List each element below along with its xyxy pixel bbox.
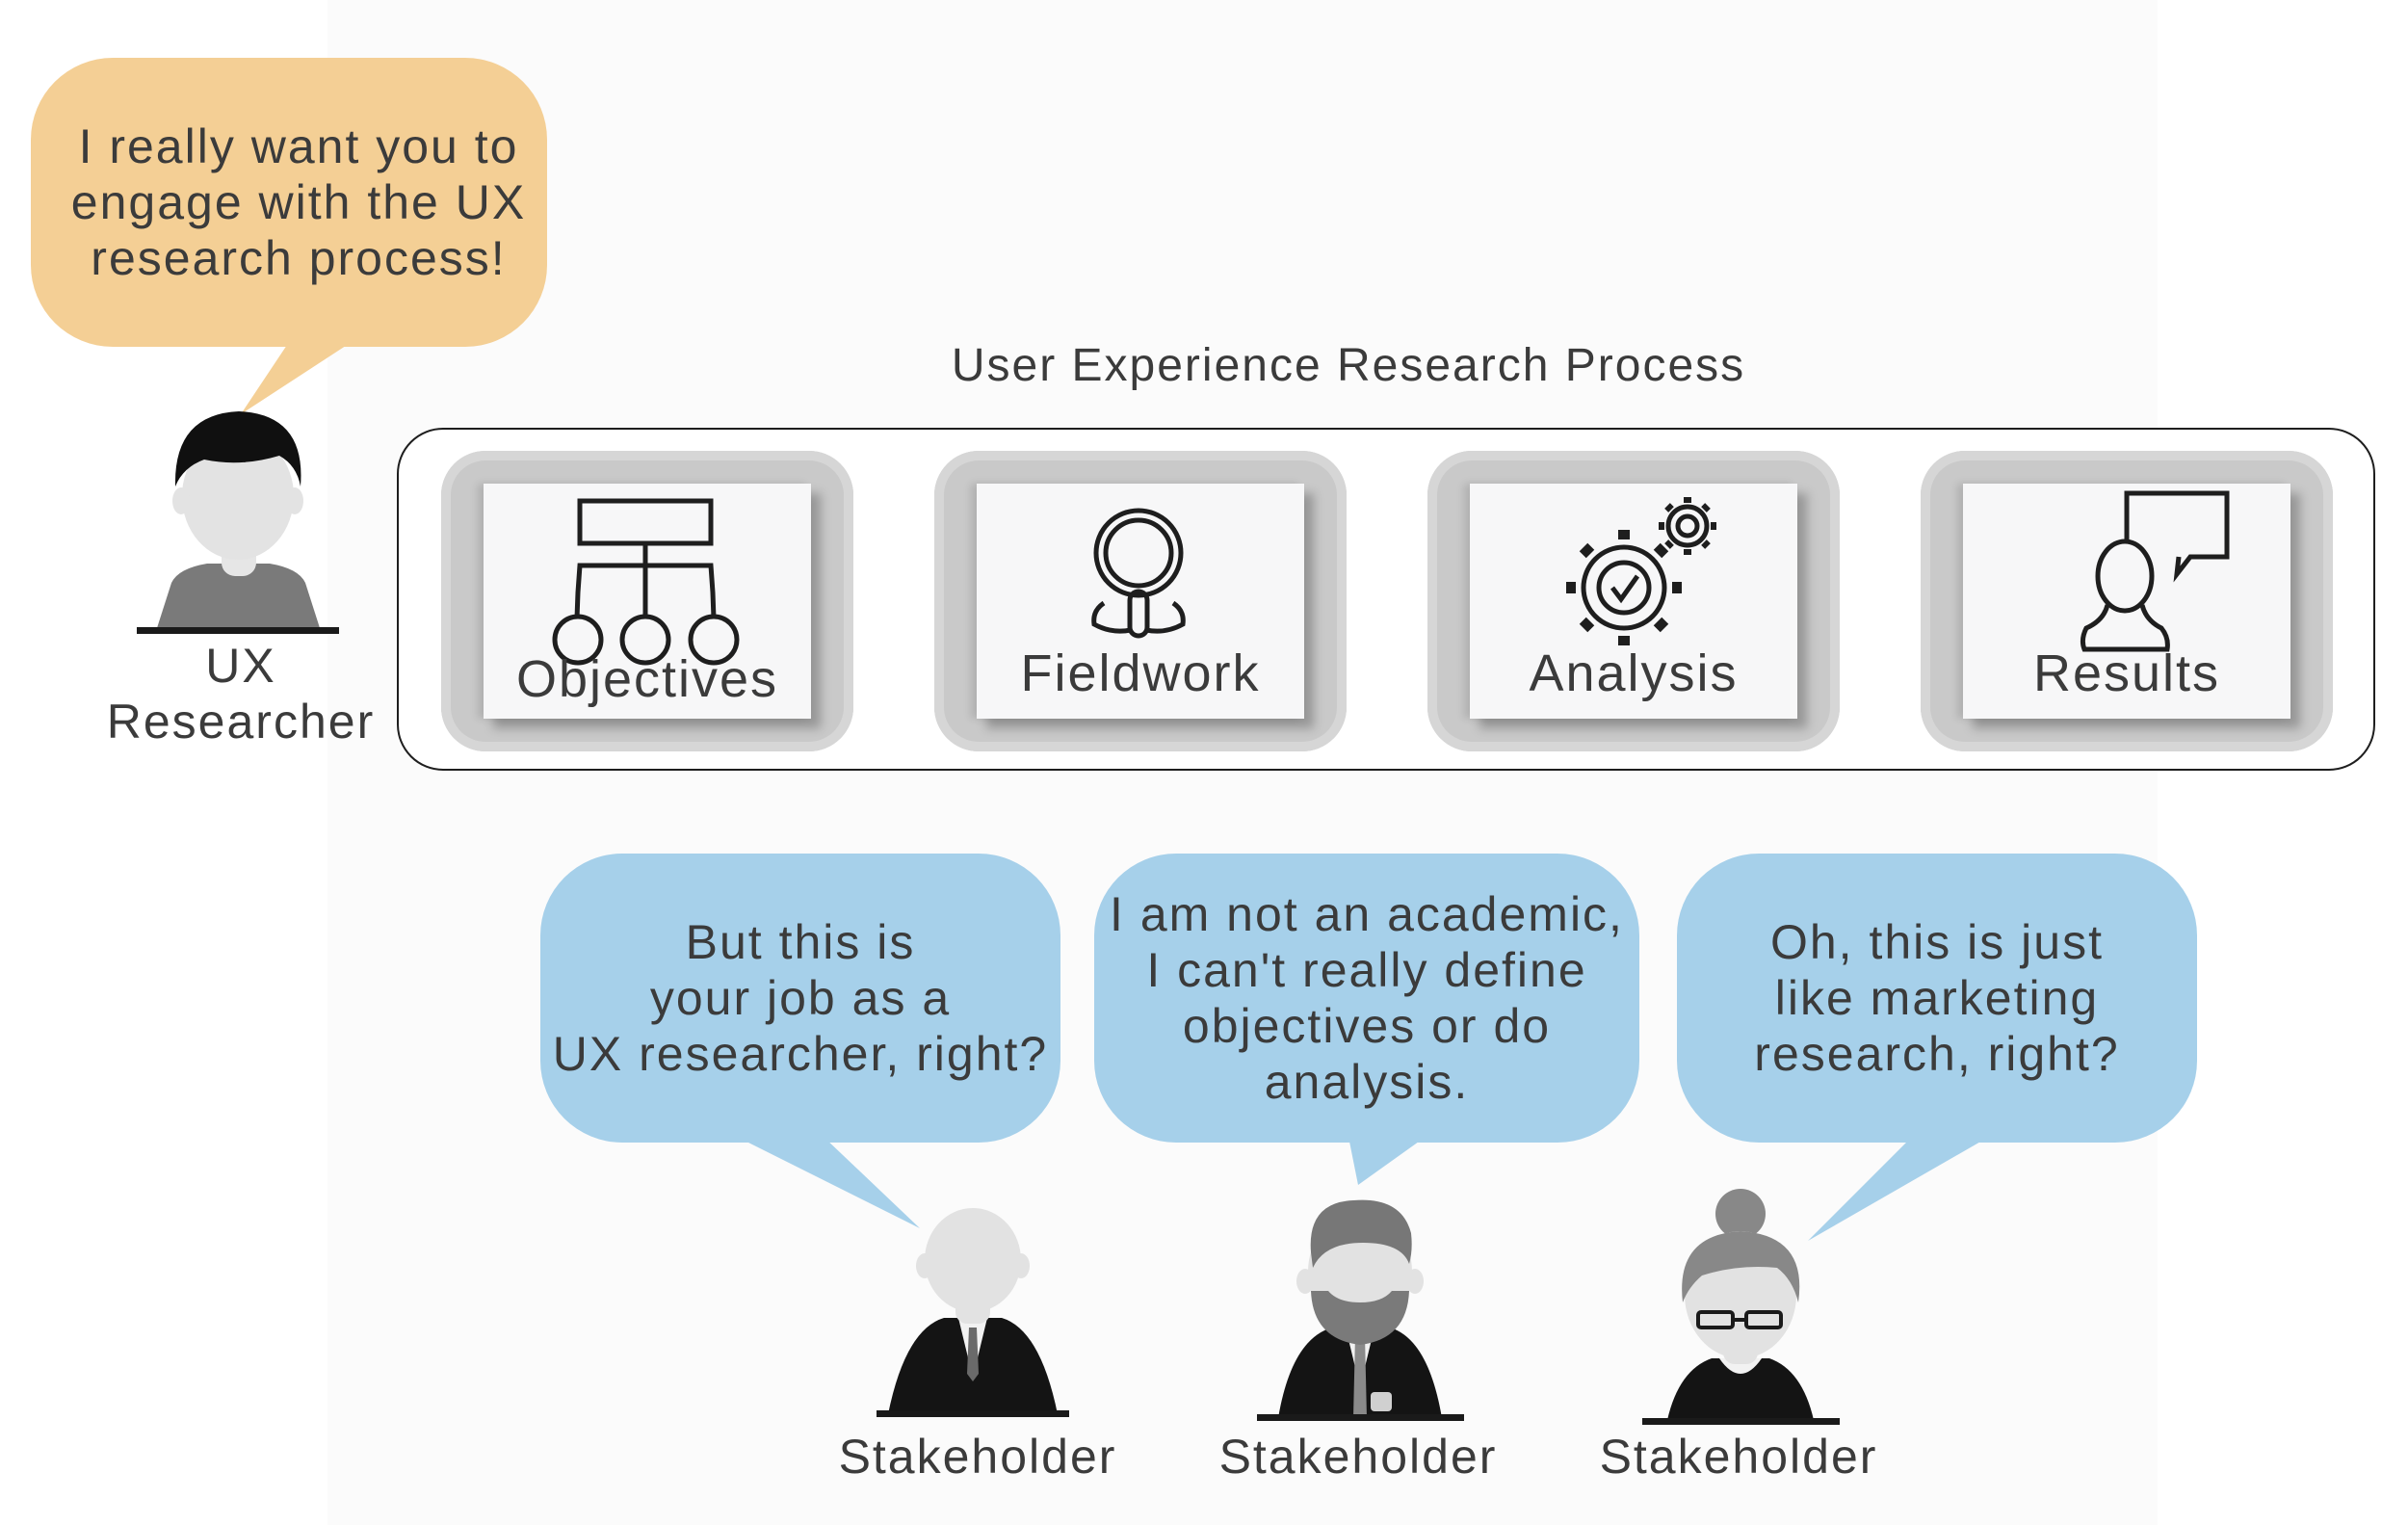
step-card-analysis: Analysis xyxy=(1427,451,1840,751)
step-card-inner: Analysis xyxy=(1470,484,1797,719)
stakeholder-1-speech-text: But this is your job as a UX researcher,… xyxy=(552,915,1049,1081)
step-card-fieldwork: Fieldwork xyxy=(934,451,1347,751)
step-label: Fieldwork xyxy=(1020,644,1261,702)
step-label: Analysis xyxy=(1529,644,1739,702)
stakeholder-3-speech-text: Oh, this is just like marketing research… xyxy=(1754,915,2120,1081)
step-card-objectives: Objectives xyxy=(441,451,853,751)
step-label: Objectives xyxy=(515,650,779,708)
stakeholder-1-label: Stakeholder xyxy=(838,1430,1117,1484)
step-card-results: Results xyxy=(1921,451,2333,751)
stakeholder-2-avatar xyxy=(1257,1199,1464,1421)
ux-researcher-label: UX Researcher xyxy=(106,639,376,749)
stakeholder-3-avatar xyxy=(1642,1189,1840,1425)
stakeholder-1-speech-bubble xyxy=(540,854,1060,1228)
ux-researcher-avatar xyxy=(137,411,339,634)
process-title: User Experience Research Process xyxy=(951,340,1746,391)
stakeholder-2-speech-bubble xyxy=(1094,854,1639,1185)
stakeholder-1-avatar xyxy=(877,1208,1069,1417)
step-label: Results xyxy=(2032,644,2221,702)
stakeholder-3-label: Stakeholder xyxy=(1599,1430,1878,1484)
person-speech-icon xyxy=(2080,490,2230,652)
researcher-speech-text: I really want you to engage with the UX … xyxy=(70,119,527,285)
magnifier-person-icon xyxy=(1091,508,1186,639)
stakeholder-3-speech-bubble xyxy=(1677,854,2197,1241)
step-card-inner: Objectives xyxy=(484,484,811,719)
step-card-inner: Fieldwork xyxy=(977,484,1304,719)
stakeholder-2-speech-text: I am not an academic, I can't really def… xyxy=(1110,887,1624,1109)
stakeholder-2-label: Stakeholder xyxy=(1218,1430,1498,1484)
researcher-speech-bubble xyxy=(31,58,547,414)
step-card-inner: Results xyxy=(1963,484,2290,719)
hierarchy-icon xyxy=(552,498,740,666)
gears-check-icon xyxy=(1566,497,1716,645)
